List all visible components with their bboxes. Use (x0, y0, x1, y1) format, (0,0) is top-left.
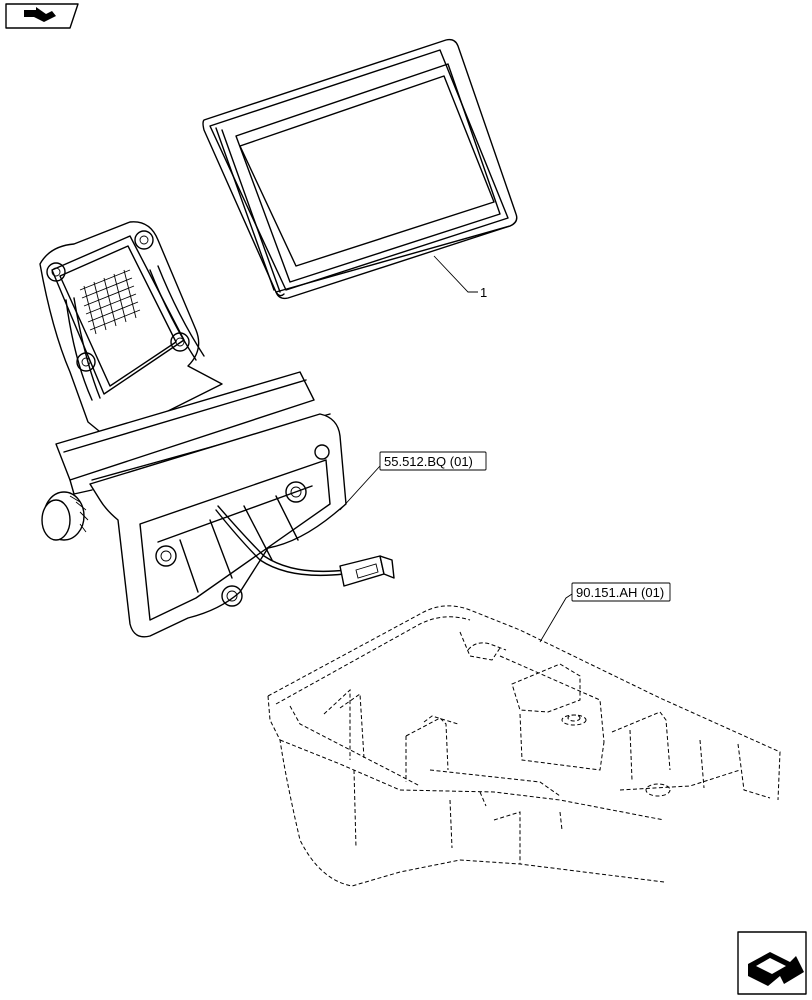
display-monitor (202, 38, 518, 300)
adjustment-knob (41, 491, 89, 541)
callout-55-512-bq: 55.512.BQ (01) (339, 451, 487, 511)
callout-90-151-ah: 90.151.AH (01) (539, 582, 671, 643)
cable-connector (339, 555, 395, 587)
armrest-console-housing (267, 605, 781, 887)
callout-1-label: 1 (480, 285, 487, 300)
callout-55-512-bq-label: 55.512.BQ (01) (384, 454, 473, 469)
callout-90-151-ah-label: 90.151.AH (01) (576, 585, 664, 600)
mounting-bracket-assembly (39, 221, 395, 638)
callout-1: 1 (433, 255, 487, 300)
next-page-arrow-icon[interactable] (737, 931, 807, 995)
previous-page-arrow-icon[interactable] (5, 3, 79, 29)
vent-grid (79, 269, 141, 335)
